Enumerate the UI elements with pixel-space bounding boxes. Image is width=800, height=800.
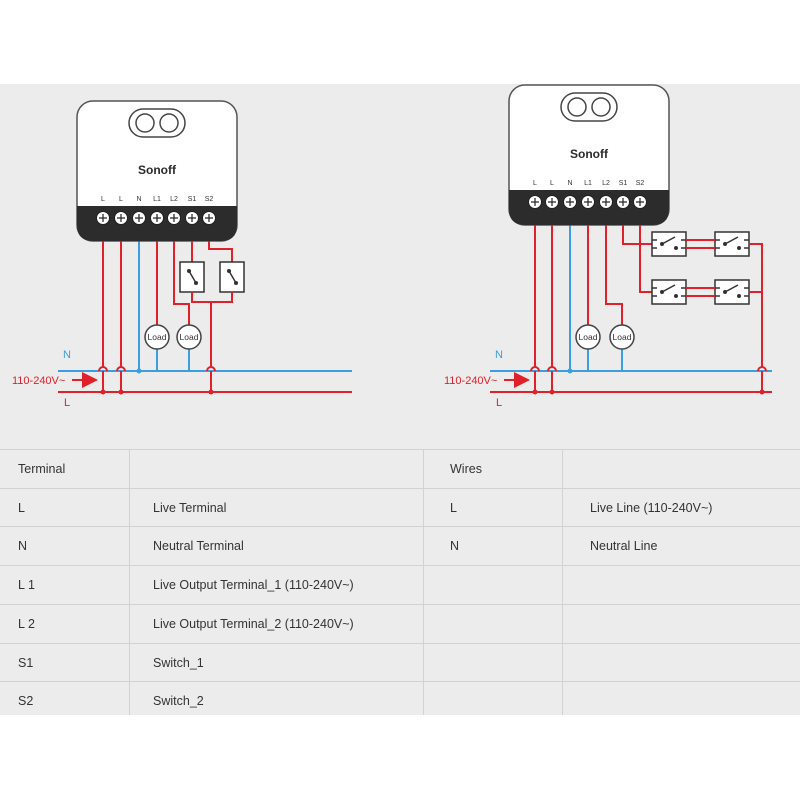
d1-junction-N — [136, 368, 142, 374]
d1-terminal-label-3: L1 — [153, 196, 161, 203]
d2-wire-switch-common-2 — [749, 291, 763, 367]
d1-load-1 — [144, 324, 170, 350]
d1-terminal-label-0: L — [101, 196, 105, 203]
d1-supply-label: 110-240V~ — [12, 375, 65, 387]
terminal-desc: Switch_1 — [153, 655, 204, 670]
wires-header: Wires — [450, 462, 482, 476]
d1-hop-common — [206, 366, 216, 372]
terminal-desc: Switch_2 — [153, 694, 204, 709]
d1-switch-1 — [179, 261, 205, 293]
terminal-code: L 2 — [18, 616, 35, 631]
terminal-code: S1 — [18, 655, 34, 670]
d2-load-1 — [575, 324, 601, 350]
terminal-desc: Neutral Terminal — [153, 539, 244, 554]
d2-wire-switch-common-1 — [749, 243, 763, 292]
d1-brand-logo: Sonoff — [138, 163, 177, 177]
table-row: L Live Terminal L Live Line (110-240V~) — [0, 487, 800, 527]
terminal-header: Terminal — [18, 462, 66, 476]
wire-code: N — [450, 539, 460, 554]
table-row: N Neutral Terminal N Neutral Line — [0, 526, 800, 565]
d1-load-1-label: Load — [148, 332, 167, 342]
terminal-code: L — [18, 500, 25, 515]
terminal-desc: Live Output Terminal_2 (110-240V~) — [153, 616, 354, 631]
d1-live-label: L — [64, 397, 70, 409]
d2-switch-1a — [651, 231, 687, 257]
d2-terminal-label-4: L2 — [602, 180, 610, 187]
d2-terminal-label-6: S2 — [636, 180, 645, 187]
terminal-code: L 1 — [18, 578, 35, 593]
table-column-divider — [562, 449, 563, 715]
terminal-desc: Live Output Terminal_1 (110-240V~) — [153, 578, 354, 593]
d2-switch-1b — [714, 231, 750, 257]
d2-terminal-label-0: L — [533, 180, 537, 187]
d2-wire-s2 — [639, 224, 652, 293]
d1-load-2 — [176, 324, 202, 350]
d2-wire-out2 — [605, 224, 623, 325]
table-row: S2 Switch_2 — [0, 681, 800, 720]
d2-supply-label: 110-240V~ — [444, 375, 497, 387]
d1-terminal-label-2: N — [136, 196, 141, 203]
d1-junction-1 — [100, 389, 106, 395]
d1-terminal-label-6: S2 — [205, 196, 214, 203]
d2-terminal-label-2: N — [567, 180, 572, 187]
d2-hop-common — [757, 366, 767, 372]
d2-terminal-label-5: S1 — [619, 180, 628, 187]
table-row: L 2 Live Output Terminal_2 (110-240V~) — [0, 603, 800, 643]
d1-neutral-label: N — [63, 349, 71, 361]
d1-hop-L1 — [98, 366, 108, 372]
d2-load-2-label: Load — [613, 332, 632, 342]
d2-terminal-label-1: L — [550, 180, 554, 187]
wire-desc: Live Line (110-240V~) — [590, 500, 713, 515]
d1-wire-s2 — [208, 240, 233, 262]
d2-neutral-label: N — [495, 349, 503, 361]
d2-hop-L2 — [547, 366, 557, 372]
d1-load-2-label: Load — [180, 332, 199, 342]
terminal-code: N — [18, 539, 28, 554]
table-row: S1 Switch_1 — [0, 642, 800, 682]
wire-code: L — [450, 500, 457, 515]
d1-terminal-label-1: L — [119, 196, 123, 203]
d2-junction-1 — [532, 389, 538, 395]
table-column-divider — [129, 449, 130, 715]
d2-junction-common — [759, 389, 765, 395]
d2-junction-2 — [549, 389, 555, 395]
terminal-desc: Live Terminal — [153, 500, 227, 515]
d2-wire-s1 — [622, 224, 652, 245]
d2-brand-logo: Sonoff — [570, 147, 609, 161]
d2-switch-2b — [714, 279, 750, 305]
d1-wire-out2 — [173, 240, 190, 325]
d2-junction-N — [567, 368, 573, 374]
table-column-divider — [423, 449, 424, 715]
d2-load-2 — [609, 324, 635, 350]
d1-terminal-label-5: S1 — [188, 196, 197, 203]
d1-junction-common — [208, 389, 214, 395]
wire-desc: Neutral Line — [590, 539, 658, 554]
d1-switch-2 — [219, 261, 245, 293]
d1-junction-2 — [118, 389, 124, 395]
terminal-code: S2 — [18, 694, 34, 709]
table-header-row: Terminal Wires — [0, 449, 800, 488]
d2-terminal-label-3: L1 — [584, 180, 592, 187]
d1-switch-common — [191, 292, 233, 303]
d2-switch-2a — [651, 279, 687, 305]
table-row: L 1 Live Output Terminal_1 (110-240V~) — [0, 565, 800, 604]
d2-load-1-label: Load — [579, 332, 598, 342]
d2-hop-L1 — [530, 366, 540, 372]
d1-terminal-label-4: L2 — [170, 196, 178, 203]
d2-live-label: L — [496, 397, 502, 409]
d1-hop-L2 — [116, 366, 126, 372]
